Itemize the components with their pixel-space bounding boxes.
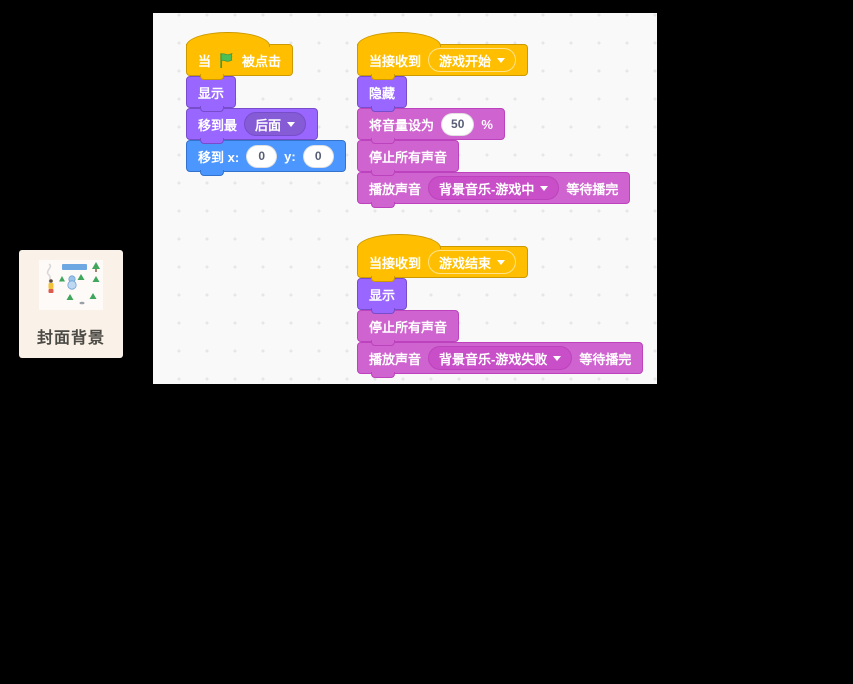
sound-dropdown[interactable]: 背景音乐-游戏失败 (428, 346, 573, 370)
block-set-volume[interactable]: 将音量设为 50 % (357, 108, 505, 144)
broadcast-dropdown[interactable]: 游戏结束 (428, 250, 517, 274)
block-label: 等待播完 (566, 181, 619, 197)
block-label: 被点击 (242, 53, 282, 69)
block-label: 等待播完 (579, 351, 632, 367)
volume-input[interactable]: 50 (441, 112, 475, 136)
chevron-down-icon (497, 259, 506, 265)
block-play-sound-until-done[interactable]: 播放声音 背景音乐-游戏失败 等待播完 (357, 342, 644, 378)
y-input[interactable]: 0 (302, 144, 334, 168)
block-stop-all-sounds[interactable]: 停止所有声音 (357, 310, 460, 346)
layer-dropdown[interactable]: 后面 (244, 112, 307, 136)
block-label: 当接收到 (369, 53, 422, 69)
stack-game-start: 当接收到 游戏开始 隐藏 将音量设为 50 % 停止所有声音 播放声音 背景音乐… (357, 32, 631, 208)
block-when-receive-game-end[interactable]: 当接收到 游戏结束 (357, 234, 529, 282)
cover-thumbnail (39, 260, 103, 310)
chevron-down-icon (497, 57, 506, 63)
chevron-down-icon (553, 355, 562, 361)
chevron-down-icon (540, 185, 549, 191)
block-label: 显示 (198, 85, 225, 101)
broadcast-dropdown[interactable]: 游戏开始 (428, 48, 517, 72)
block-play-sound-until-done[interactable]: 播放声音 背景音乐-游戏中 等待播完 (357, 172, 631, 208)
block-show[interactable]: 显示 (357, 278, 408, 314)
block-show[interactable]: 显示 (186, 76, 237, 112)
block-label: 将音量设为 (369, 117, 435, 133)
stack-flag-clicked: 当 被点击 显示 移到最 后面 移到 x: 0 y: 0 (186, 32, 346, 176)
x-input[interactable]: 0 (246, 144, 278, 168)
backdrop-card-label: 封面背景 (36, 330, 105, 347)
block-go-to-layer[interactable]: 移到最 后面 (186, 108, 319, 144)
dropdown-value: 背景音乐-游戏失败 (439, 351, 548, 367)
backdrop-card[interactable]: 封面背景 (19, 250, 123, 358)
block-label: 当 (198, 53, 212, 69)
block-stop-all-sounds[interactable]: 停止所有声音 (357, 140, 460, 176)
green-flag-icon (218, 52, 235, 69)
dropdown-value: 背景音乐-游戏中 (439, 181, 535, 197)
block-go-to-xy[interactable]: 移到 x: 0 y: 0 (186, 140, 346, 176)
block-label: % (481, 116, 493, 132)
block-label: 播放声音 (369, 181, 422, 197)
dropdown-value: 游戏开始 (439, 53, 492, 69)
block-label: 停止所有声音 (369, 149, 448, 165)
block-label: 移到最 (198, 117, 238, 133)
block-label: 显示 (369, 287, 396, 303)
chevron-down-icon (287, 121, 296, 127)
block-when-flag-clicked[interactable]: 当 被点击 (186, 32, 294, 80)
sound-dropdown[interactable]: 背景音乐-游戏中 (428, 176, 560, 200)
block-label: y: (284, 148, 296, 164)
block-when-receive-game-start[interactable]: 当接收到 游戏开始 (357, 32, 529, 80)
block-label: 移到 x: (198, 149, 240, 165)
dropdown-value: 后面 (255, 117, 282, 133)
block-label: 播放声音 (369, 351, 422, 367)
block-label: 停止所有声音 (369, 319, 448, 335)
block-hide[interactable]: 隐藏 (357, 76, 408, 112)
cover-thumbnail-art (46, 262, 100, 305)
block-label: 当接收到 (369, 255, 422, 271)
stack-game-end: 当接收到 游戏结束 显示 停止所有声音 播放声音 背景音乐-游戏失败 等待播完 (357, 234, 644, 378)
block-label: 隐藏 (369, 85, 396, 101)
blocks-workspace[interactable]: 当 被点击 显示 移到最 后面 移到 x: 0 y: 0 (153, 13, 657, 384)
dropdown-value: 游戏结束 (439, 255, 492, 271)
